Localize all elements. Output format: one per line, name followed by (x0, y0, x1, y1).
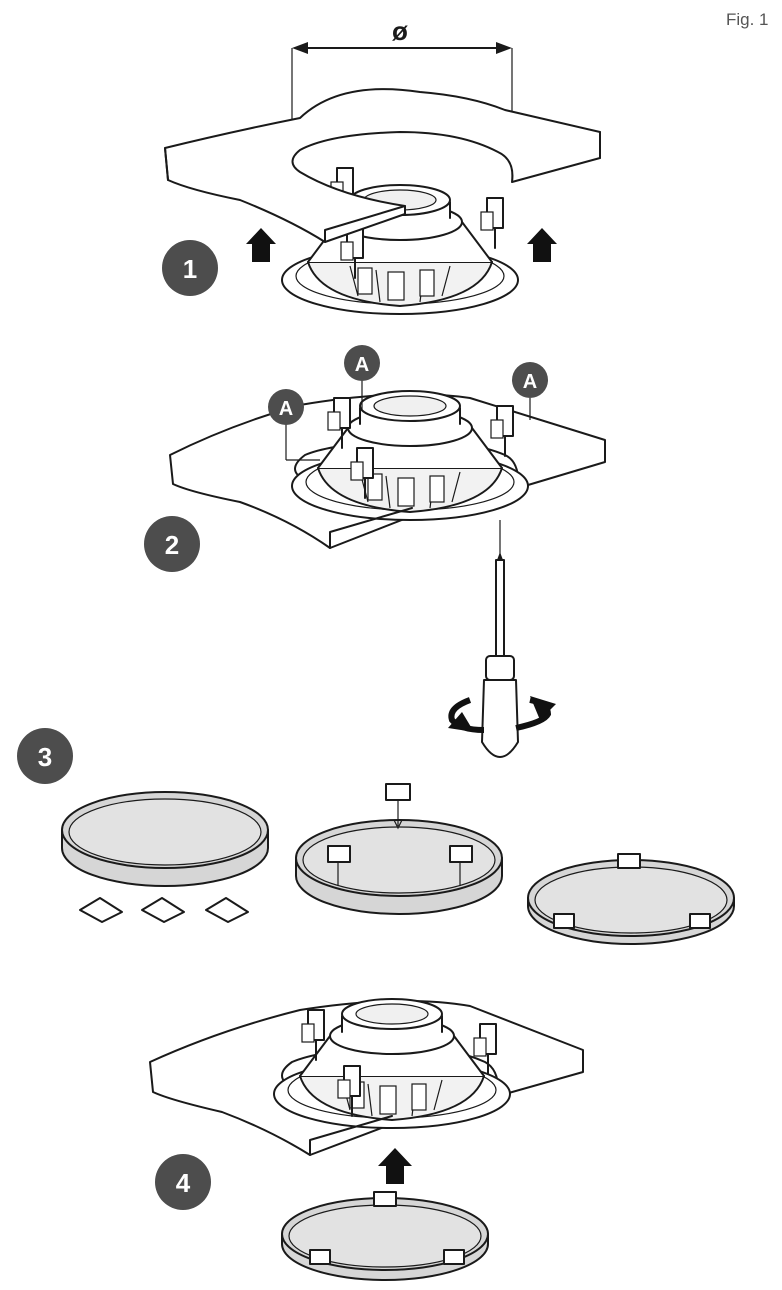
figure-label: Fig. 1 (726, 10, 769, 29)
step-badge (17, 728, 73, 784)
clip-piece-icon (373, 1191, 397, 1207)
step-number: 1 (183, 254, 197, 284)
step-4-group: 4 (149, 998, 584, 1281)
step-number: 2 (165, 530, 179, 560)
clip-piece-icon (309, 1249, 331, 1265)
step-badge (162, 240, 218, 296)
grille-cover-icon (527, 853, 735, 945)
grille-cover-icon (281, 1191, 489, 1281)
step-badge (144, 516, 200, 572)
clip-piece-icon (617, 853, 641, 869)
callout-letter: A (523, 371, 537, 393)
clip-piece-icon (689, 913, 711, 929)
arrow-up-icon (246, 228, 276, 262)
grille-cover-icon (295, 783, 503, 915)
clip-piece-icon (327, 845, 351, 863)
ceiling-panel (164, 88, 601, 243)
callout-letter: A (355, 354, 369, 376)
step-3-group: 3 (17, 728, 735, 945)
diameter-symbol: ø (392, 16, 408, 46)
grille-cover-icon (61, 791, 269, 887)
clip-piece-icon (79, 897, 249, 923)
screwdriver-icon (481, 520, 519, 758)
arrow-up-icon (527, 228, 557, 262)
step-number: 3 (38, 742, 52, 772)
arrowhead-left-icon (292, 42, 308, 54)
step-1-group: ø 1 (162, 16, 601, 315)
step-2-group: A A A 2 (144, 345, 606, 758)
clip-piece-icon (449, 845, 473, 863)
rotate-arrow-icon (448, 696, 556, 733)
clip-piece-icon (385, 783, 411, 801)
step-number: 4 (176, 1168, 191, 1198)
clip-piece-icon (443, 1249, 465, 1265)
arrow-up-icon (378, 1148, 412, 1184)
callout-letter: A (279, 398, 293, 420)
arrowhead-right-icon (496, 42, 512, 54)
clip-icon (480, 197, 504, 249)
step-badge (155, 1154, 211, 1210)
clip-piece-icon (553, 913, 575, 929)
